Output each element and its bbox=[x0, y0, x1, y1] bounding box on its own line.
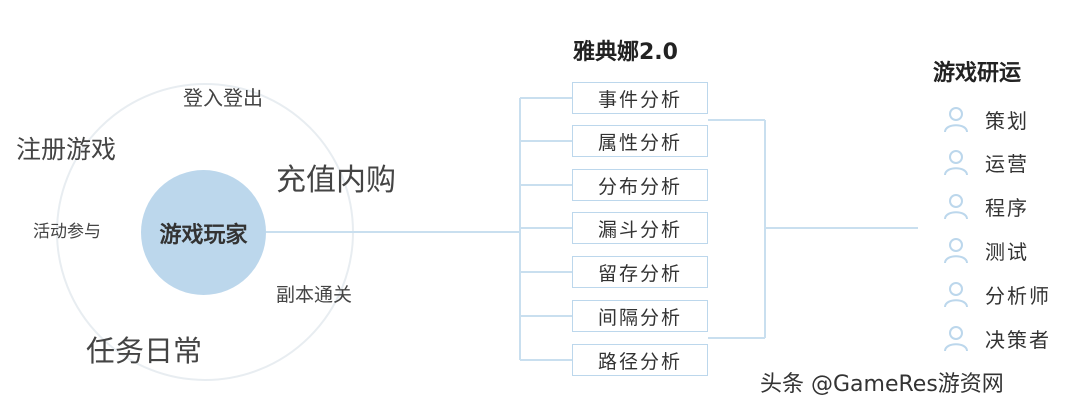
user-icon bbox=[944, 194, 968, 220]
user-icon bbox=[944, 326, 968, 352]
athena-left-ticks bbox=[520, 97, 572, 361]
role-label: 程序 bbox=[985, 195, 1029, 220]
role-label: 策划 bbox=[985, 108, 1029, 133]
role-label: 运营 bbox=[985, 151, 1029, 176]
analysis-attribute: 属性分析 bbox=[572, 125, 708, 157]
analysis-path: 路径分析 bbox=[572, 344, 708, 376]
activity-dungeon: 副本通关 bbox=[276, 284, 353, 306]
player-center-label: 游戏玩家 bbox=[159, 222, 248, 248]
analysis-interval: 间隔分析 bbox=[572, 300, 708, 332]
role-decision-maker: 决策者 bbox=[941, 323, 1051, 353]
watermark: 头条 @GameRes游资网 bbox=[760, 372, 1004, 397]
role-label: 分析师 bbox=[985, 283, 1051, 308]
analysis-funnel: 漏斗分析 bbox=[572, 212, 708, 244]
activity-events: 活动参与 bbox=[33, 222, 101, 242]
analysis-event: 事件分析 bbox=[572, 82, 708, 114]
user-icon bbox=[944, 107, 968, 133]
user-icon bbox=[944, 282, 968, 308]
activity-register-game: 注册游戏 bbox=[16, 135, 117, 164]
user-icon bbox=[944, 238, 968, 264]
player-circle bbox=[141, 170, 266, 295]
activity-login-logout: 登入登出 bbox=[183, 86, 263, 110]
role-label: 决策者 bbox=[985, 327, 1051, 352]
role-planner: 策划 bbox=[941, 104, 1029, 134]
game-rd-title: 游戏研运 bbox=[933, 61, 1022, 86]
activity-daily-tasks: 任务日常 bbox=[86, 334, 203, 368]
user-icon bbox=[944, 150, 968, 176]
analysis-retention: 留存分析 bbox=[572, 256, 708, 288]
role-programmer: 程序 bbox=[941, 191, 1029, 221]
activity-recharge: 充值内购 bbox=[276, 163, 396, 198]
athena-title: 雅典娜2.0 bbox=[573, 40, 678, 65]
analysis-distribution: 分布分析 bbox=[572, 169, 708, 201]
role-tester: 测试 bbox=[941, 235, 1029, 265]
role-label: 测试 bbox=[985, 239, 1029, 264]
athena-right-bracket bbox=[708, 119, 766, 339]
role-operations: 运营 bbox=[941, 147, 1029, 177]
role-analyst: 分析师 bbox=[941, 279, 1051, 309]
